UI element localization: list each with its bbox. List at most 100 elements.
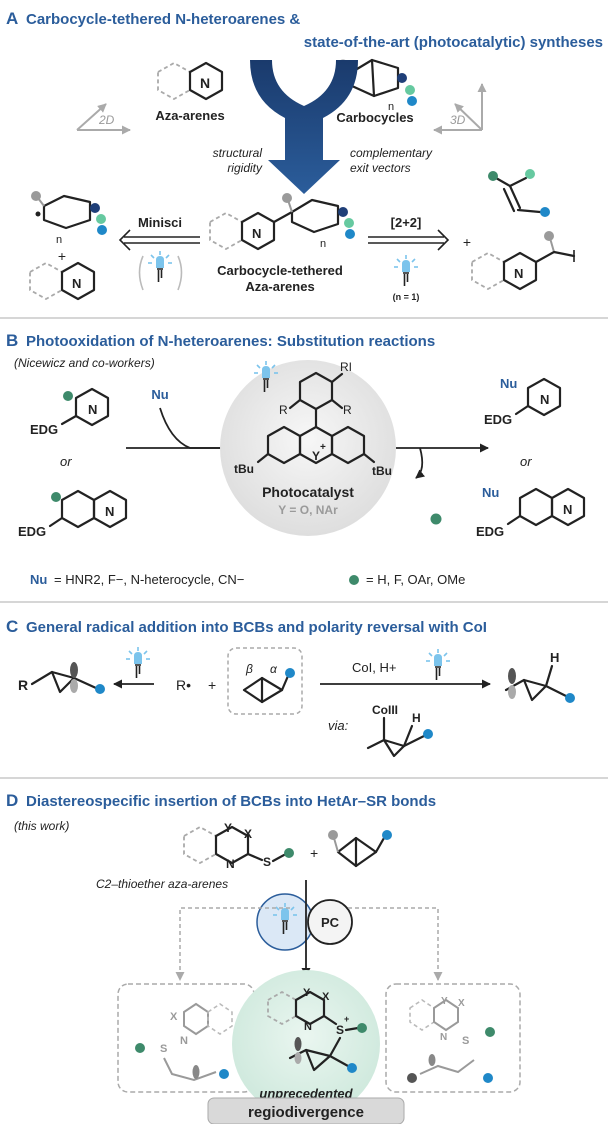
bcb-beta-label: β — [245, 662, 253, 676]
substrate-quinoline-structure: N EDG — [18, 489, 128, 539]
photocatalyst-plus: + — [320, 442, 326, 453]
section-d-letter: D — [6, 791, 18, 810]
c-plus: + — [208, 677, 216, 693]
right-s: S — [462, 1035, 469, 1047]
right-x: X — [458, 998, 465, 1009]
photocatalyst-tbu-right: tBu — [372, 464, 392, 478]
dot-definition-icon — [349, 575, 359, 585]
d-plus: + — [310, 845, 318, 861]
cycloaddition-retro-arrow: [2+2] (n = 1) — [368, 215, 450, 302]
product-quinoline-n: N — [563, 502, 572, 517]
main-x: X — [322, 991, 330, 1003]
aza-arene-n-atom: N — [200, 75, 210, 91]
cobalt-intermediate-structure: CoIII H — [366, 703, 433, 758]
left-product-structure: X N S — [135, 1002, 233, 1082]
photocatalyst-circle — [220, 360, 396, 536]
c-h-label-2: H — [550, 650, 559, 665]
left-product-box — [117, 983, 255, 1093]
n-equals-1-label: (n = 1) — [393, 292, 420, 302]
cyclobutyl-product-structure: H — [504, 650, 575, 703]
aza-arene-structure: N Aza-arenes — [155, 61, 225, 123]
tethered-label-line2: Aza-arenes — [245, 279, 314, 294]
product-pyridine-structure: N Nu EDG — [484, 376, 562, 427]
section-a: A Carbocycle-tethered N-heteroarenes & s… — [6, 9, 603, 302]
cycloaddition-plus: + — [463, 234, 471, 250]
section-c: C General radical addition into BCBs and… — [6, 617, 575, 758]
right-n: N — [440, 1032, 447, 1043]
section-c-title: General radical addition into BCBs and p… — [26, 619, 487, 636]
main-product-circle — [232, 970, 380, 1118]
section-a-title-line2: state-of-the-art (photocatalytic) synthe… — [304, 34, 603, 51]
blue-substituent-dot — [407, 96, 417, 106]
minisci-retro-arrow: Minisci — [118, 215, 200, 291]
main-product-structure: Y X N S + unprecedented — [259, 987, 367, 1101]
bcb-alpha-label: α — [270, 662, 278, 676]
c-co3-label: CoIII — [372, 703, 398, 717]
axes-2d-icon: 2D — [76, 103, 131, 135]
exit-vectors-line1: complementary — [350, 146, 433, 160]
d-sub-n: N — [226, 857, 235, 871]
c-h-label-1: H — [412, 711, 421, 725]
label-3d: 3D — [450, 113, 466, 127]
photocatalyst-y-definition: Y = O, NAr — [278, 503, 338, 517]
product-edg-1: EDG — [484, 412, 512, 427]
pc-cycle-circle — [307, 899, 353, 945]
substrate-pyridine-structure: N EDG — [30, 387, 110, 437]
photocatalyst-r-left: R — [279, 403, 288, 417]
minisci-plus: + — [58, 248, 66, 264]
tethered-n-atom: N — [252, 226, 261, 241]
alkene-n-atom: N — [514, 266, 523, 281]
section-d: D Diastereospecific insertion of BCBs in… — [6, 791, 521, 1124]
c-r-group: R — [18, 677, 28, 693]
d-substrate-label: C2–thioether aza-arenes — [96, 877, 228, 891]
product-quinoline-structure: N Nu EDG — [476, 485, 586, 539]
d-bcb-structure — [328, 830, 392, 868]
product-edg-2: EDG — [476, 524, 504, 539]
nu-definition-label: Nu — [30, 572, 47, 587]
bcb-structure: β α — [242, 662, 295, 704]
navy-substituent-dot — [397, 73, 407, 83]
d-sub-x: X — [244, 827, 252, 841]
d-sub-y: Y — [224, 821, 232, 835]
section-b-subtitle: (Nicewicz and co-workers) — [14, 356, 155, 370]
structural-rigidity-line2: rigidity — [227, 161, 263, 175]
main-s: S — [336, 1023, 344, 1037]
right-y: Y — [441, 996, 448, 1007]
axes-3d-icon: 3D — [433, 83, 487, 135]
left-s: S — [160, 1043, 167, 1055]
pc-label: PC — [321, 915, 340, 930]
photocatalyst-tbu-left: tBu — [234, 462, 254, 476]
main-n: N — [304, 1021, 312, 1033]
c-r-radical: R• — [176, 677, 191, 693]
light-bulb-icon-4 — [125, 646, 151, 679]
tethered-ring-n: n — [320, 238, 326, 250]
section-d-title: Diastereospecific insertion of BCBs into… — [26, 793, 436, 810]
minisci-precursor-structure: n + N — [29, 191, 107, 301]
minisci-label: Minisci — [138, 215, 182, 230]
product-nu-2: Nu — [482, 485, 499, 500]
photocatalyst-r-right: R — [343, 403, 352, 417]
substrate-quinoline-n: N — [105, 504, 114, 519]
c-reagents: CoI, H+ — [352, 660, 396, 675]
right-product-structure: Y X N S — [407, 996, 495, 1083]
cycloaddition-label: [2+2] — [391, 215, 422, 230]
aza-arenes-label: Aza-arenes — [155, 108, 224, 123]
substrate-edg-1: EDG — [30, 422, 58, 437]
unprecedented-label: unprecedented — [259, 1086, 353, 1101]
section-a-title-line1: Carbocycle-tethered N-heteroarenes & — [26, 11, 300, 28]
main-y: Y — [303, 987, 311, 999]
section-c-letter: C — [6, 617, 18, 636]
bcb-dashed-box — [227, 647, 303, 715]
or-left: or — [60, 454, 72, 469]
structural-rigidity-line1: structural — [213, 146, 263, 160]
dot-definition-text: = H, F, OAr, OMe — [366, 572, 465, 587]
exit-vectors-line2: exit vectors — [350, 161, 411, 175]
minisci-n-atom: N — [72, 276, 81, 291]
left-x: X — [170, 1011, 178, 1023]
nu-definition-text: = HNR2, F−, N-heterocycle, CN− — [54, 572, 244, 587]
light-bulb-icon-2 — [393, 254, 419, 287]
left-n: N — [180, 1035, 188, 1047]
main-s-plus: + — [344, 1014, 349, 1024]
light-bulb-icon — [147, 250, 173, 283]
